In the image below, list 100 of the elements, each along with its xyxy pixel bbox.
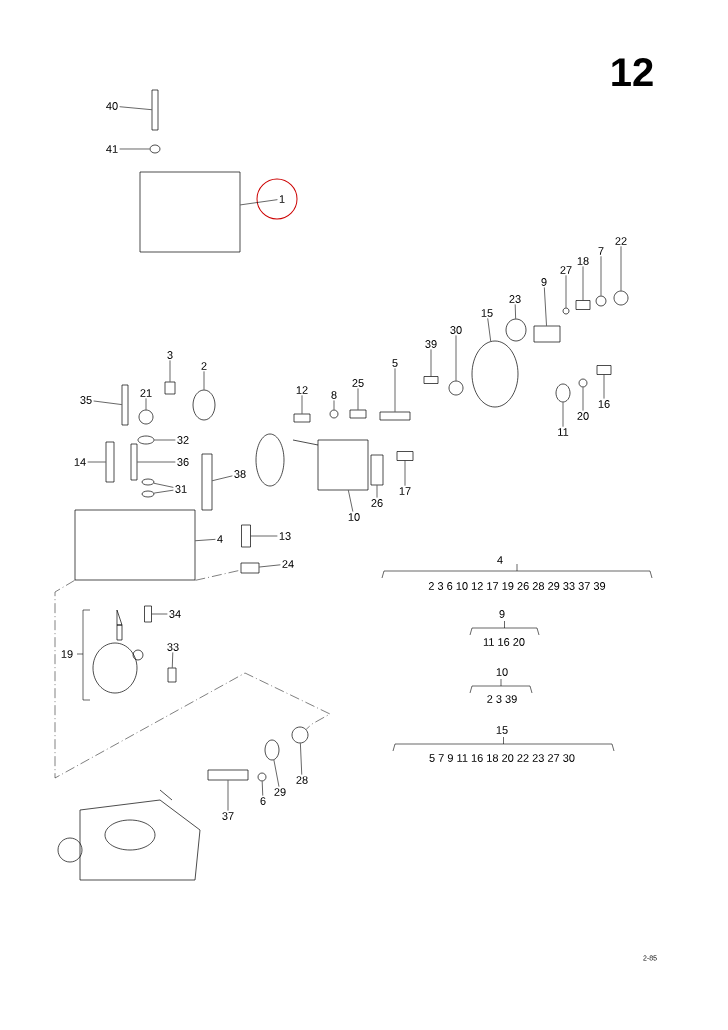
leader-line: [119, 106, 152, 110]
leader-line: [261, 781, 264, 796]
leader-line: [145, 398, 147, 410]
part-drawing: [595, 295, 607, 307]
part-drawing: [149, 144, 161, 154]
leader-line: [582, 387, 584, 411]
part-drawing: [349, 409, 367, 419]
part-group-label: 4: [497, 556, 503, 564]
part-drawing: [264, 739, 280, 761]
part-group-label: 10: [496, 668, 508, 676]
callout-number: 40: [106, 102, 118, 110]
callout-number: 26: [371, 499, 383, 507]
leader-line: [376, 485, 378, 498]
part-drawing: [138, 409, 154, 425]
leader-line: [227, 780, 229, 811]
part-drawing: [379, 411, 411, 421]
leader-line: [544, 287, 547, 326]
leader-line: [394, 368, 396, 412]
part-drawing: [562, 307, 570, 315]
callout-number: 11: [558, 428, 569, 436]
page-number: 12: [612, 58, 653, 86]
callout-number: 33: [167, 643, 179, 651]
leader-line: [119, 148, 150, 150]
leader-line: [582, 266, 584, 301]
leader-line: [169, 360, 171, 382]
callout-number: 32: [177, 436, 189, 444]
callout-number: 20: [577, 412, 589, 420]
part-drawing: [105, 441, 115, 483]
part-drawing: [139, 171, 241, 253]
callout-number: 10: [348, 513, 360, 521]
part-drawing: [613, 290, 629, 306]
part-drawing: [257, 772, 267, 782]
leader-line: [455, 335, 457, 381]
callout-number: 9: [541, 278, 547, 286]
leader-line: [87, 461, 106, 463]
callout-number: 4: [217, 535, 223, 543]
part-group-label: 11 16 20: [483, 638, 525, 646]
leader-line: [404, 460, 406, 487]
callout-number: 28: [296, 776, 308, 784]
part-drawing: [575, 300, 591, 310]
part-group-label: 2 3 39: [487, 695, 517, 703]
leader-line: [357, 388, 359, 410]
callout-number: 30: [450, 326, 462, 334]
leader-line: [273, 759, 280, 787]
part-group-label: 9: [499, 610, 505, 618]
assembly-line: [54, 580, 331, 779]
leader-line: [603, 374, 605, 399]
leader-line: [240, 199, 278, 206]
part-drawing: [164, 381, 176, 395]
part-drawing: [471, 340, 519, 408]
leader-line: [300, 743, 303, 775]
assembly-line: [195, 569, 241, 581]
callout-number: 17: [399, 487, 411, 495]
part-drawing: [207, 769, 249, 781]
leader-line: [514, 304, 516, 319]
callout-number: 16: [598, 400, 610, 408]
callout-number: 6: [260, 797, 266, 805]
callout-number: 3: [167, 351, 173, 359]
callout-number: 21: [140, 389, 152, 397]
callout-number: 29: [274, 788, 286, 796]
part-drawing: [370, 454, 384, 486]
part-drawing: [192, 389, 216, 421]
leader-line: [151, 613, 168, 615]
callout-number: 34: [169, 610, 181, 618]
part-drawing: [291, 726, 309, 744]
callout-number: 24: [282, 560, 294, 568]
callout-number: 14: [74, 458, 86, 466]
callout-number: 31: [175, 485, 187, 493]
leader-line: [137, 461, 176, 463]
leader-line: [348, 490, 354, 512]
callout-number: 12: [296, 386, 308, 394]
part-drawing: [241, 524, 251, 548]
callout-number: 39: [425, 340, 437, 348]
leader-line: [562, 402, 564, 428]
callout-number: 13: [279, 532, 291, 540]
callout-number: 15: [481, 309, 493, 317]
leader-line: [487, 318, 491, 342]
callout-number: 5: [392, 359, 398, 367]
part-drawing: [167, 667, 177, 683]
part-drawing: [578, 378, 588, 388]
callout-number: 8: [331, 391, 337, 399]
part-drawing: [201, 453, 213, 511]
leader-line: [171, 652, 174, 668]
part-drawing: [130, 443, 138, 481]
part-drawing: [596, 365, 612, 375]
part-drawing: [293, 413, 311, 423]
part-drawing: [423, 376, 439, 384]
part-drawing: [141, 490, 155, 498]
leader-line: [333, 400, 335, 410]
leader-line: [259, 564, 281, 568]
leader-line: [600, 256, 602, 296]
leader-line: [154, 439, 176, 441]
part-drawing: [448, 380, 464, 396]
leader-line: [301, 395, 303, 414]
callout-number: 38: [234, 470, 246, 478]
leader-line: [153, 489, 174, 494]
callout-number: 19: [61, 650, 73, 658]
leader-line: [565, 275, 567, 308]
part-drawing: [144, 605, 152, 623]
leader-line: [203, 371, 205, 390]
